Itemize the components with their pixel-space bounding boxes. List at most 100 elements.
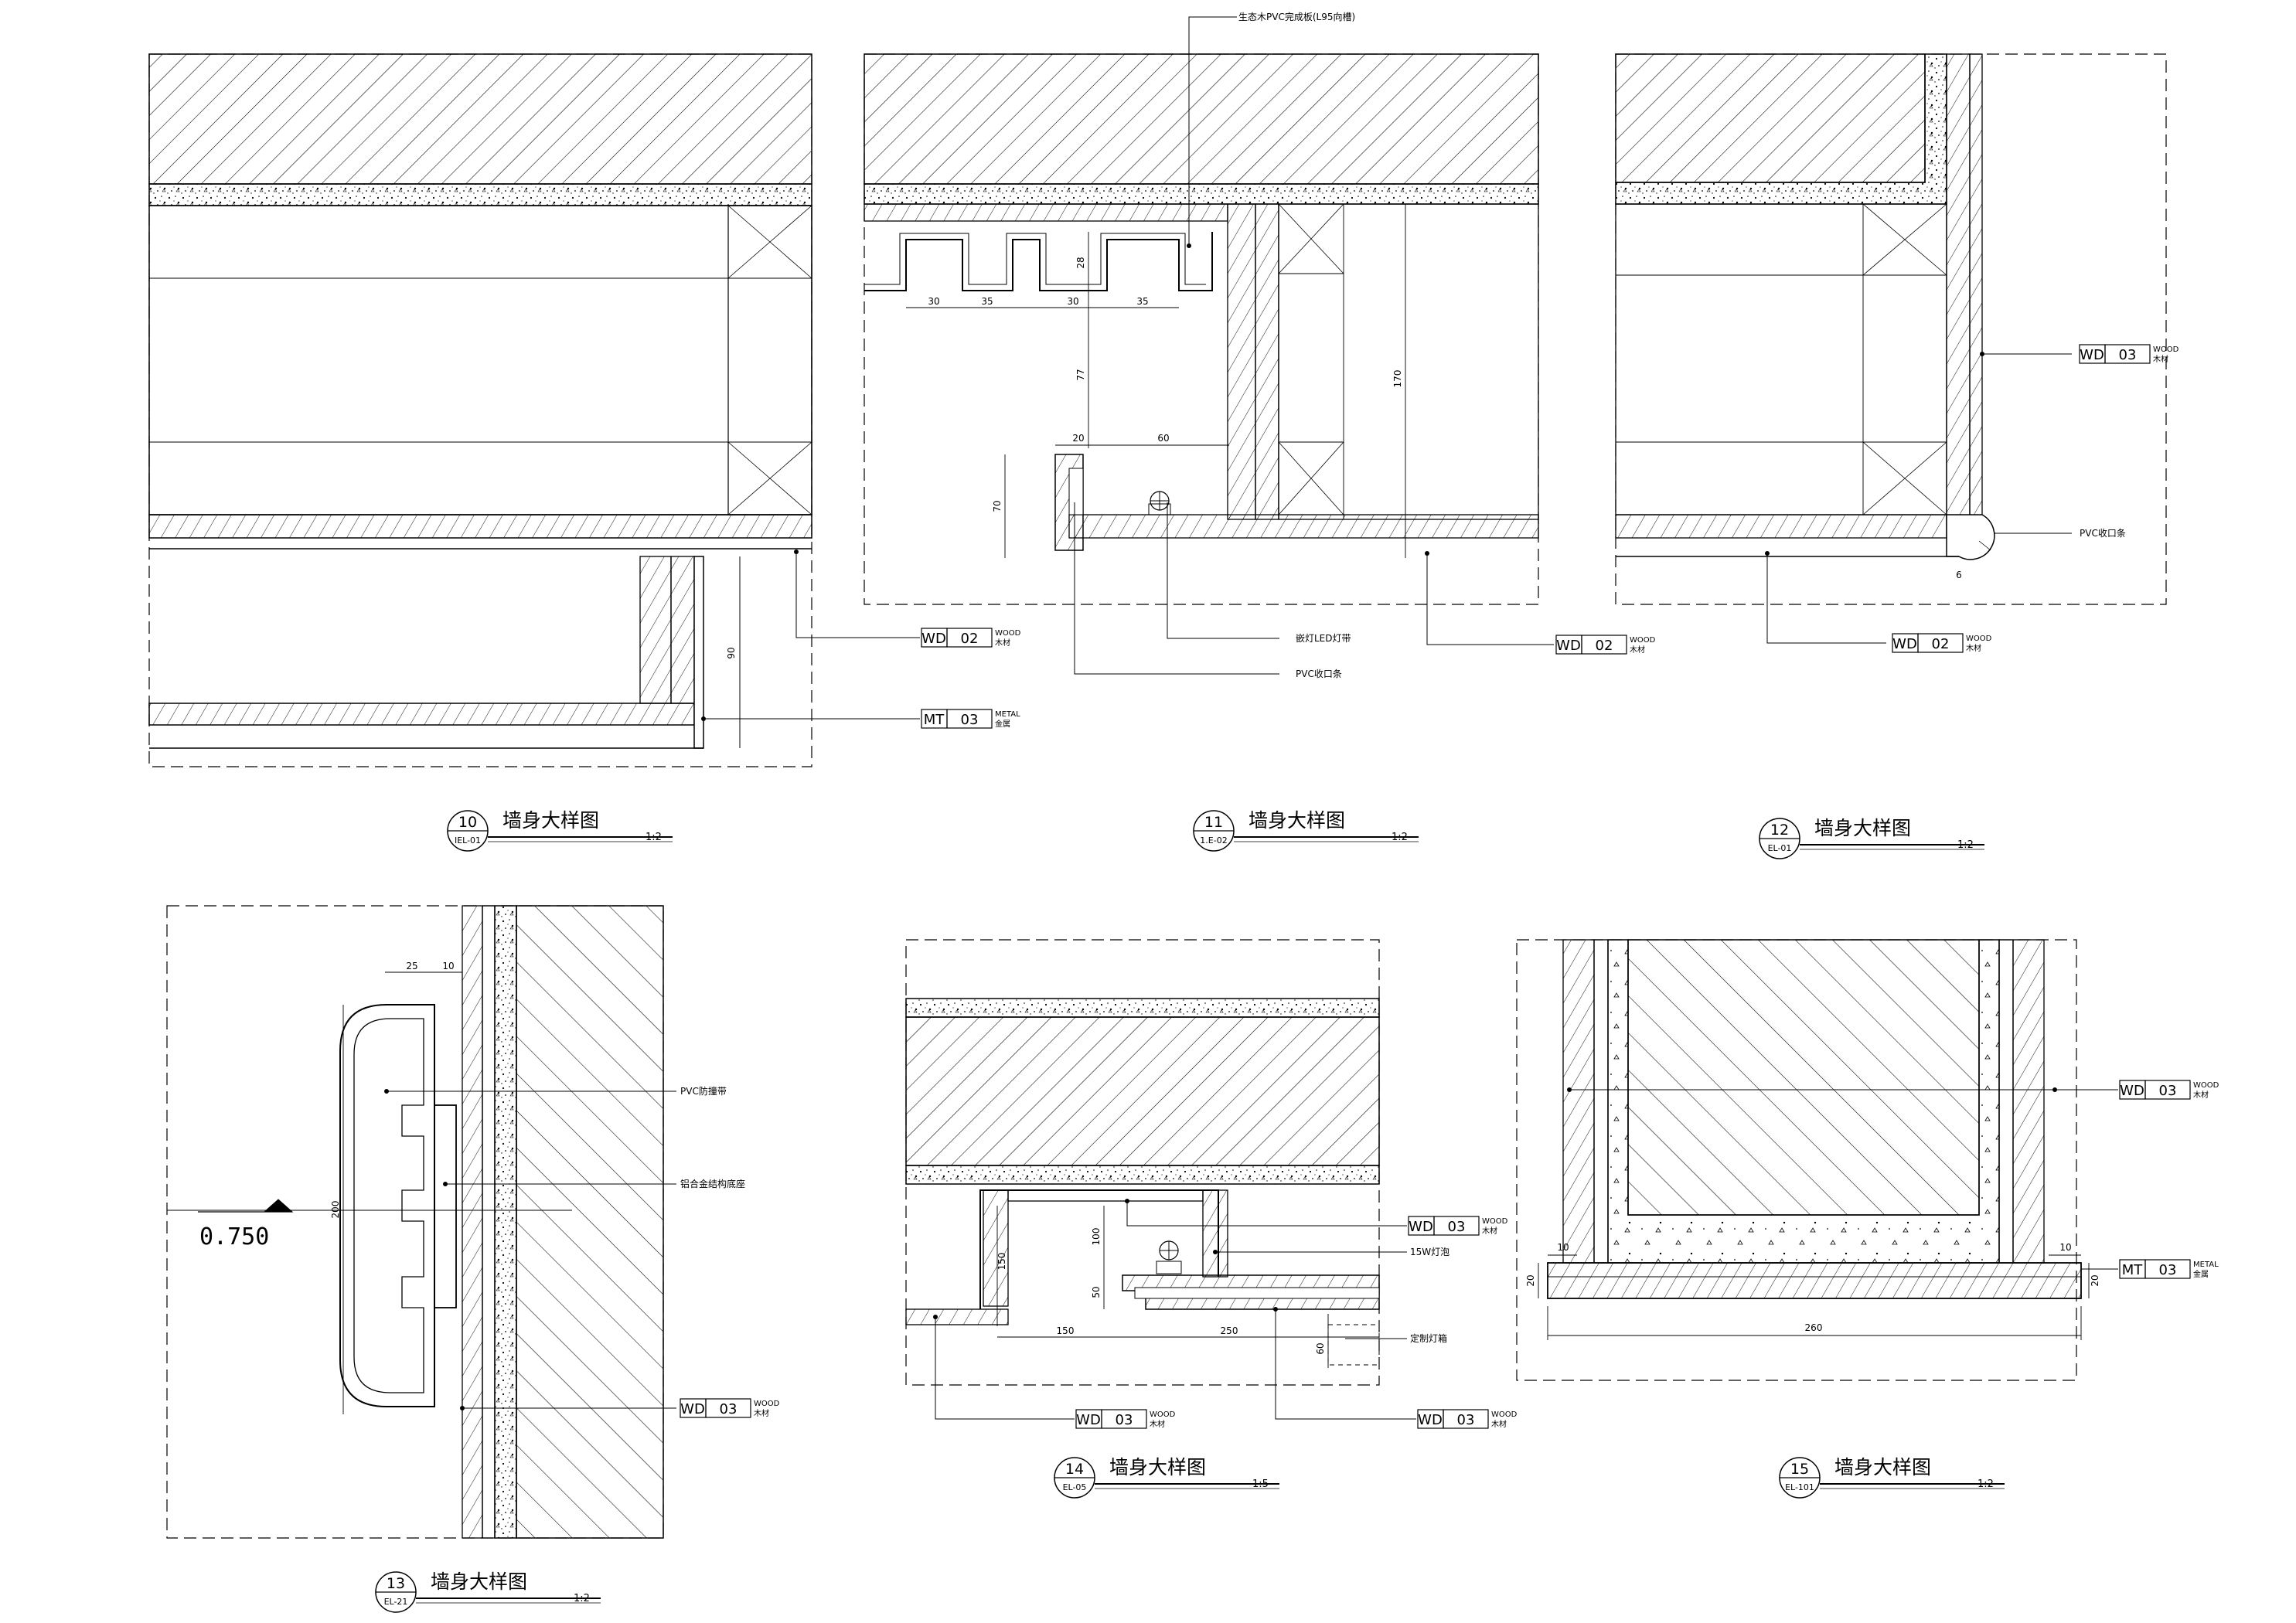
svg-text:WD: WD	[2120, 1083, 2144, 1099]
svg-text:03: 03	[1116, 1412, 1133, 1428]
elevation-value: 0.750	[199, 1223, 269, 1250]
svg-text:EL-05: EL-05	[1063, 1482, 1087, 1492]
svg-text:WD: WD	[1418, 1412, 1443, 1428]
dim-25: 25	[406, 961, 417, 971]
leader-dot	[384, 1089, 389, 1094]
svg-text:木材: 木材	[1491, 1419, 1507, 1429]
metal-rail	[148, 703, 695, 726]
detail-14: 100 50 150 150 250 60 15W灯泡 定制灯箱 WD 03 W…	[905, 939, 1518, 1499]
material-tag-wd03: WD 03 WOOD 木材	[1408, 1216, 1508, 1236]
concrete-layer	[905, 998, 1380, 1018]
leader-line	[1074, 502, 1279, 675]
dim-10a: 10	[1557, 1242, 1569, 1253]
wood-board-vertical	[1227, 203, 1256, 520]
material-tag-wd03: WD 03 WOOD 木材	[680, 1398, 780, 1418]
svg-text:METAL: METAL	[2193, 1261, 2219, 1269]
pvc-bumper-inner	[353, 1018, 424, 1393]
svg-text:03: 03	[1457, 1412, 1475, 1428]
svg-text:墙身大样图: 墙身大样图	[431, 1570, 527, 1593]
note-pvc-bumper: PVC防撞带	[680, 1085, 727, 1097]
cabinet-body	[1278, 203, 1539, 520]
svg-text:墙身大样图: 墙身大样图	[502, 809, 599, 832]
svg-text:02: 02	[1596, 638, 1613, 654]
svg-text:木材: 木材	[995, 638, 1010, 648]
leader-dot	[1567, 1087, 1572, 1092]
light-box-hidden	[1327, 1324, 1380, 1366]
svg-text:墙身大样图: 墙身大样图	[1248, 809, 1345, 832]
wood-board	[148, 514, 812, 539]
dim-150: 150	[1057, 1325, 1075, 1336]
svg-text:EL-21: EL-21	[384, 1597, 408, 1607]
detail-title-10: 10 IEL-01 墙身大样图 1:2	[447, 809, 673, 852]
material-tag-wd03: WD 03 WOOD 木材	[1075, 1409, 1176, 1429]
dim-35a: 35	[981, 296, 993, 307]
leader-dot	[2052, 1087, 2057, 1092]
detail-frame	[166, 905, 664, 1539]
svg-text:木材: 木材	[1482, 1226, 1497, 1236]
material-tag-wd02: WD 02 WOOD 木材	[921, 628, 1021, 648]
cross-mark	[1862, 203, 1947, 515]
concrete-layer	[148, 183, 812, 206]
note-light-box: 定制灯箱	[1410, 1332, 1447, 1344]
svg-text:WOOD: WOOD	[995, 629, 1021, 638]
material-tag-mt03: MT 03 METAL 金属	[921, 709, 1020, 729]
dim-20b: 20	[2090, 1274, 2100, 1286]
wood-board-vertical	[2012, 939, 2045, 1264]
leader-dot	[1273, 1307, 1278, 1312]
material-tag-wd03: WD 03 WOOD 木材	[1417, 1409, 1518, 1429]
note-led-strip: 嵌灯LED灯带	[1296, 633, 1351, 644]
wood-board-top	[1007, 1189, 1204, 1202]
pvc-trim-profile-inner	[1068, 468, 1084, 515]
detail-title-13: 13 EL-21 墙身大样图 1:2	[375, 1570, 601, 1613]
leader-dot	[933, 1315, 938, 1319]
svg-text:WD: WD	[921, 631, 946, 647]
elevation-marker-icon	[263, 1199, 294, 1213]
wood-board-bottom	[1615, 514, 1947, 539]
note-alu-base: 铝合金结构底座	[680, 1178, 745, 1189]
leader-line	[1167, 502, 1279, 639]
svg-text:03: 03	[2159, 1083, 2177, 1099]
detail-frame	[1615, 53, 2167, 605]
wood-board-vertical	[670, 556, 695, 704]
svg-text:03: 03	[1448, 1219, 1466, 1235]
wood-board-bottom	[1068, 514, 1539, 539]
material-tag-wd03: WD 03 WOOD 木材	[2119, 1080, 2219, 1100]
svg-text:03: 03	[2159, 1262, 2177, 1278]
svg-text:METAL: METAL	[995, 710, 1020, 719]
leader-dot	[1980, 352, 1984, 356]
detail-13: 25 10 200 0.750 PVC防撞带 铝合金结构底座 WD 03 WOO…	[166, 905, 780, 1613]
svg-text:WOOD: WOOD	[2193, 1081, 2219, 1090]
svg-text:03: 03	[2119, 347, 2137, 363]
dim-70: 70	[992, 500, 1003, 512]
dim-260: 260	[1805, 1322, 1823, 1333]
detail-title-15: 15 EL-101 墙身大样图 1:2	[1779, 1456, 2005, 1499]
svg-text:金属: 金属	[995, 719, 1010, 729]
leader-dot	[1187, 243, 1191, 248]
wood-board-vertical	[482, 905, 496, 1539]
note-pvc-trim: PVC收口条	[1296, 669, 1342, 679]
svg-text:WD: WD	[1409, 1219, 1433, 1235]
svg-text:EL-101: EL-101	[1785, 1482, 1814, 1492]
dim-60: 60	[1315, 1342, 1326, 1354]
svg-text:WD: WD	[2080, 347, 2104, 363]
material-tag-mt03: MT 03 METAL 金属	[2119, 1259, 2219, 1279]
svg-text:11: 11	[1204, 814, 1223, 831]
wood-board-vertical	[462, 905, 483, 1539]
wood-board-vertical	[1255, 203, 1279, 520]
dim-250: 250	[1221, 1325, 1238, 1336]
svg-text:木材: 木材	[2193, 1090, 2209, 1100]
cross-mark	[727, 205, 812, 515]
wood-board-vertical	[1998, 939, 2014, 1264]
leader-line	[795, 552, 920, 638]
svg-text:金属: 金属	[2193, 1269, 2209, 1279]
wood-board-vertical	[1202, 1189, 1228, 1278]
svg-text:02: 02	[1932, 636, 1950, 652]
detail-title-12: 12 EL-01 墙身大样图 1:2	[1759, 817, 1984, 859]
wood-board-vertical	[983, 1189, 1009, 1307]
svg-text:03: 03	[720, 1401, 738, 1417]
svg-text:墙身大样图: 墙身大样图	[1834, 1456, 1931, 1478]
wood-board-vertical	[1562, 939, 1595, 1264]
note-led-light: 15W灯泡	[1410, 1247, 1449, 1257]
light-box-channel	[1134, 1287, 1380, 1299]
pvc-trim-corner	[1946, 514, 1995, 560]
